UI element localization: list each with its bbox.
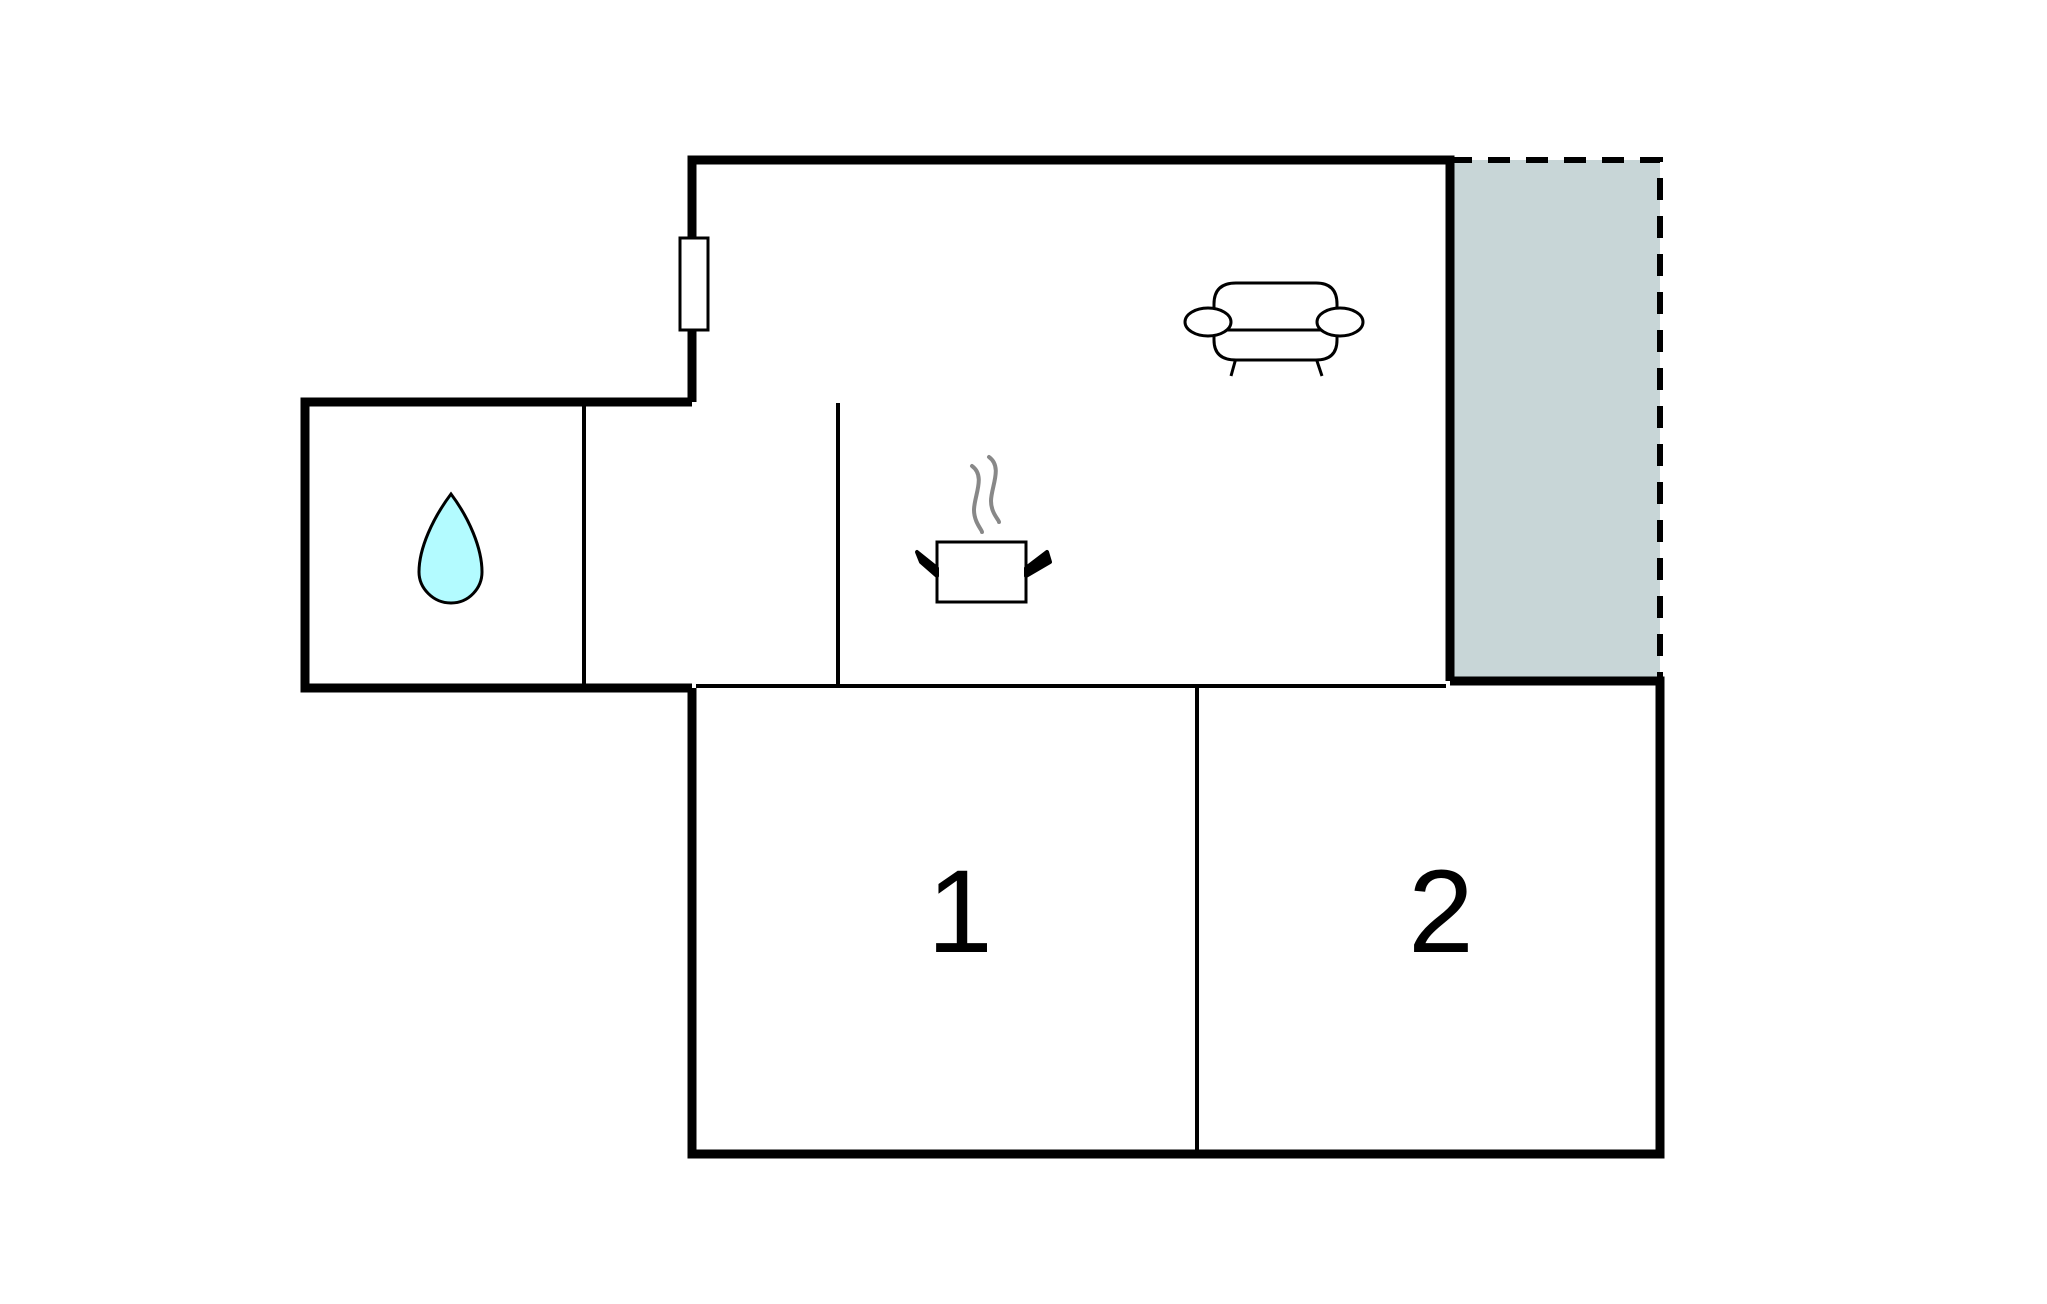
living-area-wall <box>687 155 1455 681</box>
room-label-bedroom-2: 2 <box>1408 846 1474 978</box>
steam-icon <box>970 464 984 534</box>
bathroom-annex-wall <box>300 397 692 693</box>
pot-handle-left <box>915 550 939 578</box>
sofa-icon <box>1183 281 1365 377</box>
interior-walls <box>582 403 1446 1150</box>
sofa-armrest-right <box>1315 306 1365 338</box>
terrace-dashed-border <box>1450 157 1663 681</box>
door-icon <box>678 236 710 332</box>
terrace <box>1450 157 1663 681</box>
sofa-body <box>1212 281 1339 362</box>
sofa-armrest-left <box>1183 306 1233 338</box>
water-drop-icon <box>417 491 484 605</box>
cooking-pot-icon <box>915 455 1052 604</box>
pot-body <box>935 540 1028 604</box>
pot-handle-right <box>1024 550 1052 578</box>
terrace-fill <box>1450 160 1660 681</box>
room-label-bedroom-1: 1 <box>927 846 993 978</box>
bedroom-block-wall <box>687 676 1665 1159</box>
steam-icon <box>987 455 1001 524</box>
